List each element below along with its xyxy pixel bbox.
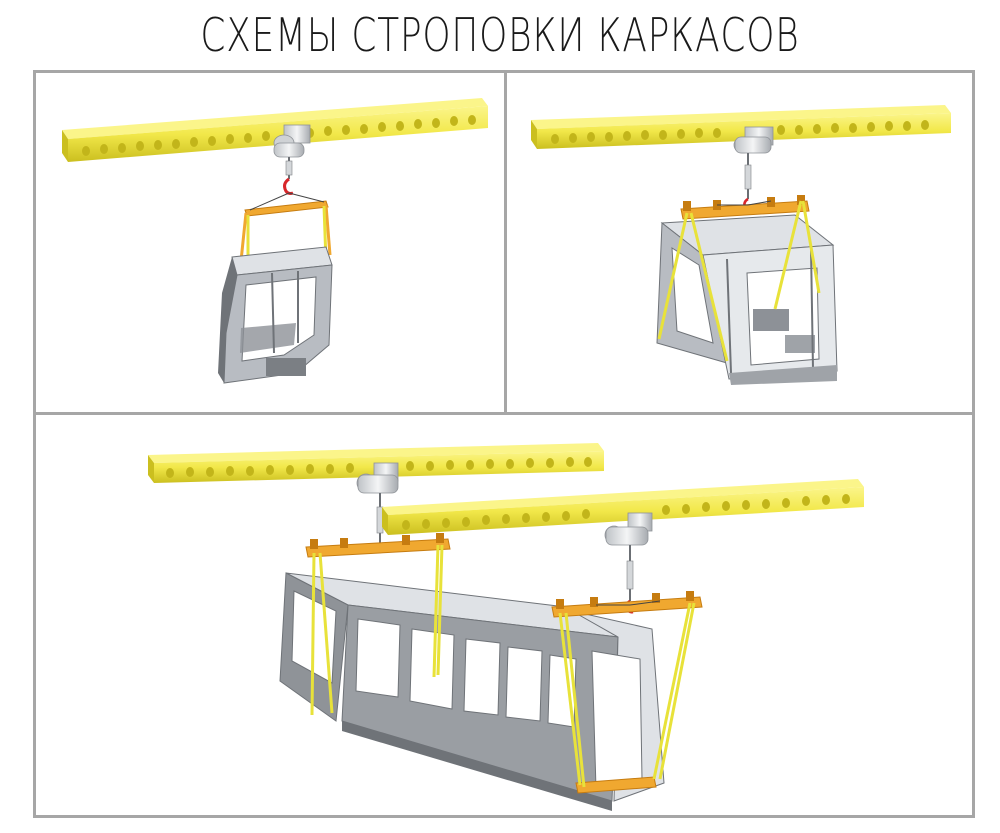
panel-bus-body-frame	[36, 415, 972, 815]
lifting-traverse	[239, 192, 332, 262]
panel-section-frame	[507, 73, 972, 412]
lifting-traverse-front	[551, 591, 703, 794]
hoist-trolley-front	[604, 512, 653, 614]
hoist-trolley-rear	[356, 462, 399, 543]
hoist-trolley	[733, 126, 774, 212]
panel-cab-frame	[36, 73, 504, 412]
lifting-traverse	[680, 195, 810, 220]
crane-beam-front	[382, 479, 864, 535]
hoist-trolley	[273, 124, 311, 195]
vertical-divider	[504, 70, 507, 414]
crane-beam	[531, 105, 951, 149]
sling-straps	[657, 200, 821, 362]
page-title: СХЕМЫ СТРОПОВКИ КАРКАСОВ	[200, 8, 800, 62]
cab-frame-body	[218, 246, 333, 384]
crane-beam	[62, 98, 488, 162]
sling-straps	[310, 544, 696, 788]
lifting-traverse-rear	[305, 533, 451, 558]
section-frame-body	[656, 214, 838, 385]
